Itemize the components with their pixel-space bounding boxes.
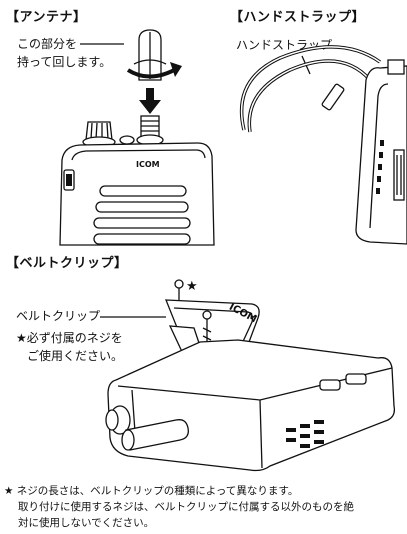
belt-clip-callout: ベルトクリップ bbox=[16, 309, 101, 323]
knob-icon bbox=[105, 405, 131, 435]
antenna-grip-icon bbox=[138, 29, 162, 81]
strap-clasp bbox=[321, 83, 345, 111]
screw-star-mark: ★ bbox=[186, 279, 198, 294]
antenna-callout-line1: この部分を bbox=[17, 37, 78, 51]
small-button bbox=[119, 135, 135, 145]
antenna-connector bbox=[136, 115, 164, 146]
brand-logo-front: ICOM bbox=[136, 160, 160, 169]
antenna-stub bbox=[121, 419, 189, 451]
hand-strap-illustration bbox=[239, 45, 407, 245]
rotate-arrow-icon bbox=[126, 59, 182, 79]
belt-clip-section-title: 【ベルトクリップ】 bbox=[6, 256, 128, 271]
antenna-section-title: 【アンテナ】 bbox=[6, 10, 87, 25]
down-arrow-icon bbox=[139, 88, 161, 114]
footnote-line1: ★ ネジの長さは、ベルトクリップの種類によって異なります。 bbox=[4, 485, 299, 497]
footnote-line2: 取り付けに使用するネジは、ベルトクリップに付属する以外のものを絶 bbox=[18, 501, 354, 513]
battery-contacts bbox=[319, 373, 367, 391]
screw-warning-line1: ★必ず付属のネジを bbox=[16, 331, 123, 345]
side-grille-dots bbox=[286, 420, 324, 448]
footnote-line3: 対に使用しないでください。 bbox=[18, 517, 155, 529]
speaker-grille bbox=[93, 185, 191, 245]
antenna-illustration bbox=[59, 29, 215, 246]
side-grille bbox=[376, 140, 405, 201]
strap-loop bbox=[239, 45, 382, 133]
screw-warning-line2: ご使用ください。 bbox=[27, 349, 124, 363]
volume-knob bbox=[82, 121, 116, 148]
radio-body-lying bbox=[107, 339, 396, 472]
screw-icon bbox=[174, 279, 184, 300]
belt-clip-illustration bbox=[100, 279, 396, 472]
hand-strap-section-title: 【ハンドストラップ】 bbox=[230, 10, 366, 25]
antenna-callout-line2: 持って回します。 bbox=[17, 55, 112, 69]
